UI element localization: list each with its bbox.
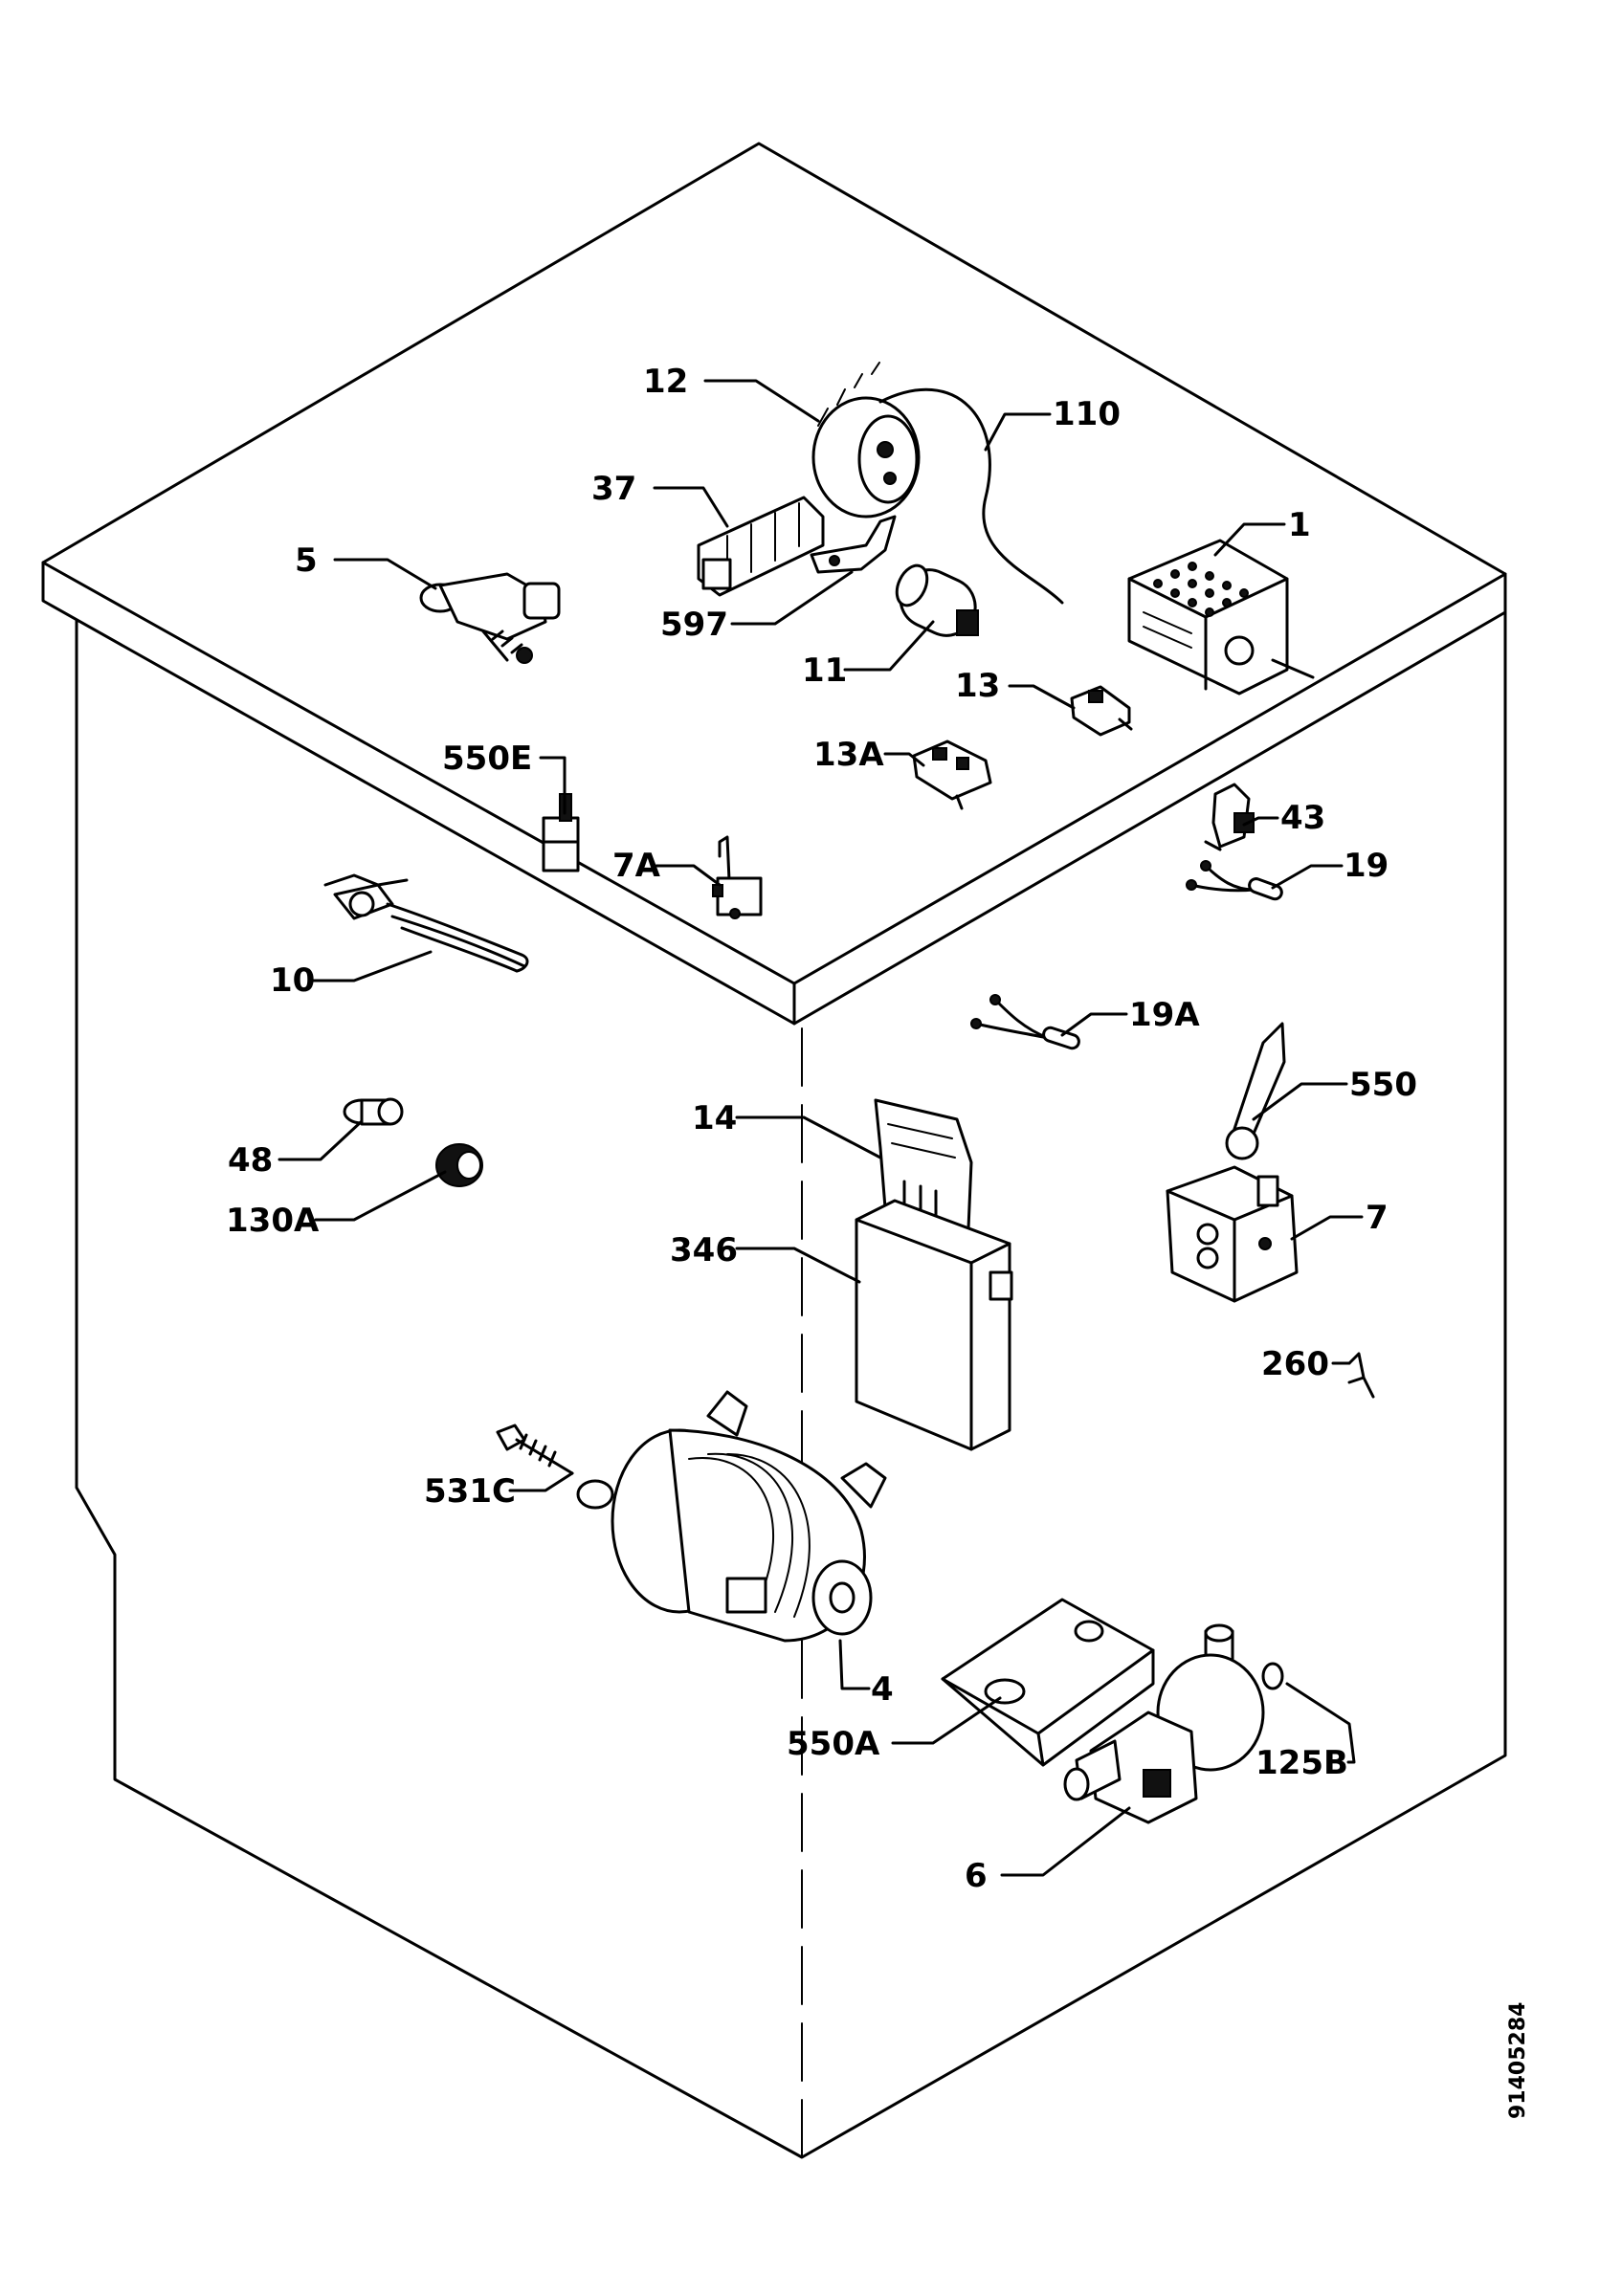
part-7-door-lock (1166, 1165, 1299, 1303)
callout-597: 597 (660, 606, 728, 644)
callout-19a: 19A (1129, 996, 1200, 1034)
callout-19: 19 (1344, 847, 1389, 885)
document-id: 91405284 (1506, 2002, 1530, 2119)
part-550e-switch (542, 793, 580, 872)
callout-5: 5 (295, 541, 318, 580)
callout-37: 37 (591, 470, 636, 508)
part-12-pressure-switch (811, 362, 1064, 605)
part-48-lamp (343, 1097, 404, 1126)
part-5-water-valve (419, 572, 561, 664)
callout-260: 260 (1261, 1345, 1329, 1383)
callout-125b: 125B (1255, 1744, 1348, 1782)
callout-110: 110 (1053, 395, 1121, 433)
part-260-clip (1347, 1352, 1375, 1399)
part-6-drain-pump (1063, 1623, 1284, 1824)
callout-43: 43 (1280, 799, 1325, 837)
callout-1: 1 (1288, 506, 1311, 544)
callout-130a: 130A (226, 1202, 320, 1240)
part-7a-microswitch (712, 835, 763, 919)
part-597-clip (810, 515, 897, 574)
callout-6: 6 (965, 1857, 988, 1895)
callout-7a: 7A (612, 847, 661, 885)
callout-550a: 550A (787, 1725, 880, 1763)
part-43-interlock (1204, 783, 1255, 851)
part-19a-sensor (970, 994, 1080, 1050)
part-531c-bolt (496, 1424, 574, 1475)
callout-13a: 13A (813, 736, 884, 774)
part-13-connector (1070, 685, 1133, 737)
part-550-lever (1225, 1022, 1286, 1160)
part-19-sensor (1186, 860, 1283, 901)
callout-531c: 531C (424, 1472, 516, 1511)
callout-7: 7 (1366, 1199, 1389, 1237)
part-130a-knob (435, 1143, 483, 1187)
part-10-heating-element (323, 873, 529, 973)
part-4-motor (576, 1390, 887, 1643)
part-13a-connector (912, 740, 992, 810)
callout-11: 11 (802, 651, 847, 690)
part-37-terminal-block (697, 496, 825, 597)
callout-4: 4 (871, 1670, 894, 1709)
callout-13: 13 (955, 667, 1000, 705)
part-346-dispenser-box (855, 1199, 1013, 1451)
callout-346: 346 (670, 1231, 738, 1269)
callout-550: 550 (1349, 1066, 1417, 1104)
leader-lines (278, 379, 1364, 1877)
callout-12: 12 (643, 363, 688, 401)
part-1-timer (1127, 539, 1315, 695)
callout-48: 48 (228, 1141, 273, 1180)
callout-10: 10 (270, 961, 315, 1000)
callout-labels: 12 110 37 5 1 597 11 13 13A 550E 43 7A 1… (226, 363, 1530, 2119)
part-11-capacitor (895, 563, 979, 637)
callout-550e: 550E (442, 740, 532, 778)
callout-14: 14 (692, 1099, 737, 1137)
